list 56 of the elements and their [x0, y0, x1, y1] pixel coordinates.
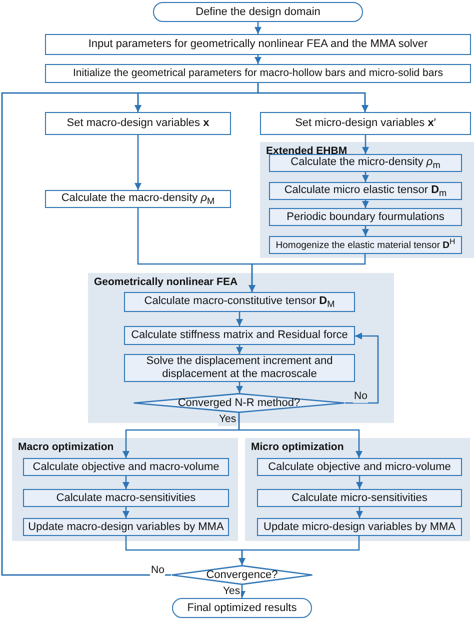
edge-label: Yes: [218, 414, 238, 426]
connector-arrow: [362, 200, 369, 208]
connector-arrow: [236, 345, 243, 354]
process-box: Calculate stiffness matrix and Residual force: [124, 326, 355, 345]
connector-arrow: [345, 332, 379, 404]
group-heading: Extended EHBM: [266, 145, 348, 157]
connector-arrow: [1, 92, 368, 576]
group-panel: [245, 438, 470, 541]
decision-diamond: [171, 565, 313, 585]
process-box: Solve the displacement increment and displacement at the macroscale: [124, 354, 355, 382]
connector-arrow: [362, 226, 369, 236]
terminal-box: Final optimized results: [172, 598, 312, 618]
decision-label: Convergence?: [206, 568, 278, 582]
process-box: Update macro-design variables by MMA: [23, 518, 229, 536]
decision-diamond: [133, 393, 345, 413]
edge-label: No: [150, 565, 166, 577]
decision-label: Converged N-R method?: [178, 396, 300, 410]
connector-arrow: [254, 55, 262, 64]
group-panel: [88, 273, 394, 423]
connector-arrow: [356, 507, 363, 518]
connector-arrow: [236, 312, 243, 326]
edge-label: No: [353, 391, 368, 403]
group-heading: Geometrically nonlinear FEA: [94, 276, 238, 288]
process-box: Calculate micro elastic tensor D$_{m}$: [269, 182, 462, 200]
group-panel: [12, 438, 238, 541]
connector-arrow: [356, 476, 363, 489]
process-box: Periodic boundary fourmulations: [269, 208, 462, 226]
process-box: Calculate macro-constitutive tensor D$_{M}$: [124, 292, 355, 312]
connector-arrow: [362, 135, 369, 154]
process-box: Calculate objective and micro-volume: [257, 458, 462, 476]
process-box: Calculate the macro-density ρ$_{M}$: [45, 190, 231, 208]
process-box: Set macro-design variables x: [45, 112, 231, 135]
process-box: Set micro-design variables x′: [260, 112, 471, 135]
connector-arrow: [248, 254, 366, 292]
group-panel: [260, 142, 474, 258]
process-box: Update micro-design variables by MMA: [257, 518, 462, 536]
connector-arrow: [236, 382, 243, 393]
group-heading: Macro optimization: [18, 441, 114, 454]
process-box: Calculate macro-sensitivities: [23, 489, 229, 507]
connector-arrow: [134, 135, 142, 190]
terminal-box: Define the design domain: [153, 2, 363, 22]
connector-arrow: [238, 413, 362, 458]
connector-arrow: [254, 22, 262, 34]
process-box: Initialize the geometrical parameters for macro-hollow bars and micro-solid bars: [45, 64, 471, 83]
connector-arrow: [122, 476, 130, 489]
process-box: Homogenize the elastic material tensor D$^{H}$: [269, 236, 462, 254]
edge-label: Yes: [222, 586, 242, 598]
process-box: Calculate micro-sensitivities: [257, 489, 462, 507]
group-heading: Micro optimization: [251, 441, 344, 454]
process-box: Calculate the micro-density ρ$_{m}$: [269, 154, 462, 172]
process-box: Calculate objective and macro-volume: [23, 458, 229, 476]
connector-arrow: [362, 172, 369, 182]
connector-arrow: [238, 585, 246, 598]
connector-arrow: [238, 536, 360, 565]
process-box: Input parameters for geometrically nonlinear FEA and the MMA solver: [45, 34, 471, 55]
connector-arrow: [122, 507, 130, 518]
